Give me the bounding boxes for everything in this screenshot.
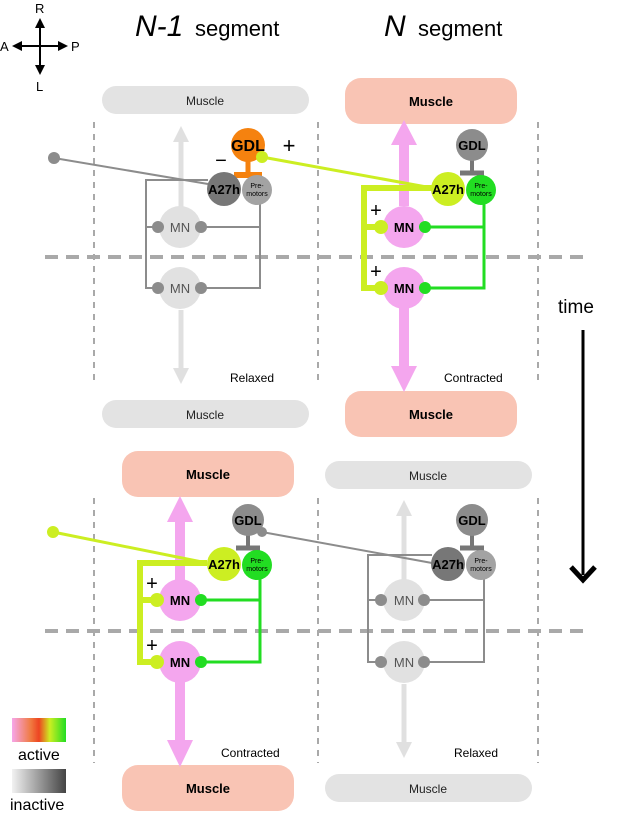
mn-neuron-inactive <box>159 206 201 248</box>
legend: active inactive <box>10 718 66 814</box>
muscle-active <box>345 391 517 437</box>
state-label: Contracted <box>444 371 503 385</box>
muscle-active <box>122 765 294 811</box>
a27h-label: A27h <box>432 182 464 197</box>
compass-west: A <box>0 39 9 54</box>
premotor-label-line1: Pre- <box>474 558 488 565</box>
a27h-label: A27h <box>208 557 240 572</box>
bottom-right-segment: Muscle Muscle GDL A27h Pre- motors MN MN <box>257 461 532 802</box>
legend-active-label: active <box>18 747 60 764</box>
minus-sign: − <box>215 150 227 172</box>
mn-label: MN <box>394 655 414 670</box>
mn-label: MN <box>394 281 414 296</box>
gdl-neuron-inactive <box>456 504 488 536</box>
bottom-left-segment: Muscle Muscle GDL A27h Pre- motors MN MN <box>47 451 294 811</box>
premotor-neuron-inactive <box>242 175 272 205</box>
a27h-neuron-active <box>431 172 465 206</box>
premotor-label-line1: Pre- <box>474 183 488 190</box>
mn-label: MN <box>170 220 190 235</box>
premotor-neuron-active <box>466 175 496 205</box>
plus-sign: + <box>283 133 296 158</box>
state-label: Contracted <box>221 746 280 760</box>
gdl-neuron-inactive <box>456 129 488 161</box>
mn-neuron-inactive <box>383 641 425 683</box>
premotor-neuron-inactive <box>466 550 496 580</box>
state-label: Relaxed <box>454 746 498 760</box>
gdl-label: GDL <box>458 138 486 153</box>
header-right-label: N <box>384 10 406 43</box>
mn-neuron-active <box>159 579 201 621</box>
muscle-label: Muscle <box>186 94 224 108</box>
time-label: time <box>558 297 594 318</box>
a27h-neuron-inactive <box>431 547 465 581</box>
plus-sign: + <box>370 261 382 283</box>
premotor-neuron-active <box>242 550 272 580</box>
muscle-inactive <box>102 400 309 428</box>
plus-sign: + <box>146 635 158 657</box>
top-left-segment: Muscle Muscle GDL − + A27h Pre- motors M… <box>48 86 309 428</box>
mn-label: MN <box>170 593 190 608</box>
a27h-label: A27h <box>432 557 464 572</box>
premotor-label-line1: Pre- <box>250 558 264 565</box>
muscle-label: Muscle <box>409 407 453 422</box>
header-left-label: N-1 <box>135 10 183 43</box>
compass-east: P <box>71 39 80 54</box>
plus-sign: + <box>146 573 158 595</box>
gdl-label: GDL <box>231 138 265 155</box>
mn-neuron-inactive <box>383 579 425 621</box>
header-right-segment: segment <box>418 16 502 41</box>
premotor-label-line1: Pre- <box>250 183 264 190</box>
mn-neuron-active <box>159 641 201 683</box>
muscle-active <box>122 451 294 497</box>
muscle-label: Muscle <box>409 94 453 109</box>
mn-neuron-inactive <box>159 267 201 309</box>
legend-active-swatch <box>12 718 66 742</box>
gdl-label: GDL <box>458 513 486 528</box>
muscle-label: Muscle <box>186 408 224 422</box>
premotor-label-line2: motors <box>246 566 268 573</box>
a27h-label: A27h <box>208 182 240 197</box>
a27h-neuron-active <box>207 547 241 581</box>
muscle-label: Muscle <box>409 469 447 483</box>
state-label: Relaxed <box>230 371 274 385</box>
muscle-label: Muscle <box>186 467 230 482</box>
mn-label: MN <box>394 220 414 235</box>
gdl-neuron-active <box>231 128 265 162</box>
gdl-neuron-inactive <box>232 504 264 536</box>
muscle-active <box>345 78 517 124</box>
mn-neuron-active <box>383 267 425 309</box>
legend-inactive-label: inactive <box>10 797 64 814</box>
a27h-neuron-inactive <box>207 172 241 206</box>
compass-south: L <box>36 79 43 94</box>
mn-label: MN <box>170 655 190 670</box>
premotor-label-line2: motors <box>470 191 492 198</box>
compass-north: R <box>35 1 44 16</box>
mn-neuron-active <box>383 206 425 248</box>
premotor-label-line2: motors <box>470 566 492 573</box>
dividers <box>45 122 590 763</box>
gdl-label: GDL <box>234 513 262 528</box>
muscle-inactive <box>102 86 309 114</box>
top-right-segment: Muscle Muscle GDL A27h Pre- motors MN <box>256 78 517 437</box>
mn-label: MN <box>394 593 414 608</box>
time-arrow <box>569 330 597 584</box>
premotor-label-line2: motors <box>246 191 268 198</box>
muscle-inactive <box>325 774 532 802</box>
plus-sign: + <box>370 200 382 222</box>
mn-label: MN <box>170 281 190 296</box>
muscle-inactive <box>325 461 532 489</box>
legend-inactive-swatch <box>12 769 66 793</box>
muscle-label: Muscle <box>186 781 230 796</box>
compass: R L A P <box>0 1 80 94</box>
header-left-segment: segment <box>195 16 279 41</box>
muscle-label: Muscle <box>409 782 447 796</box>
